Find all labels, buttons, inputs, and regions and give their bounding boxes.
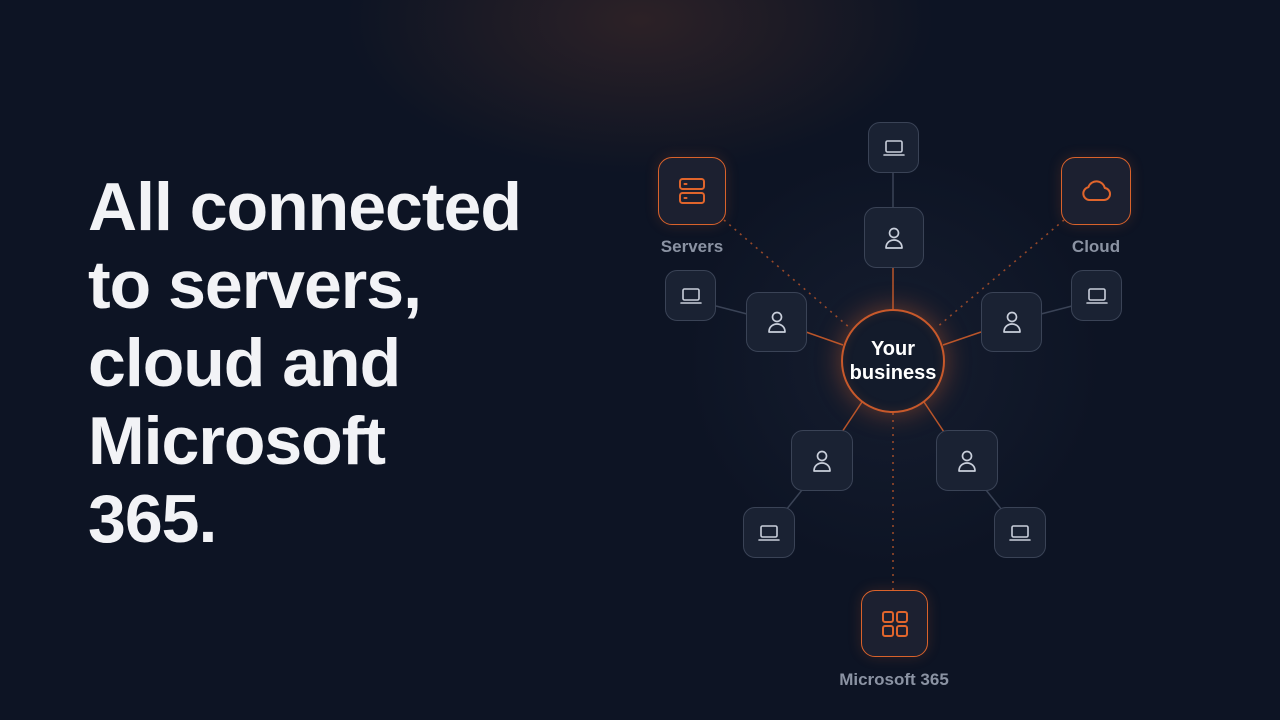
laptop-icon [1085, 287, 1108, 304]
connector-user-right [942, 331, 982, 346]
user-node-left[interactable] [746, 292, 807, 352]
cloud-node[interactable] [1061, 157, 1131, 225]
headline-line-2: to servers, [88, 247, 422, 323]
laptop-icon [1009, 524, 1031, 541]
user-icon [767, 311, 786, 333]
user-icon [813, 450, 831, 472]
laptop-icon [882, 139, 905, 156]
servers-label: Servers [660, 237, 724, 256]
connector-device-bottom-left [785, 489, 803, 511]
headline-line-1: All connected [88, 169, 522, 245]
laptop-icon [758, 524, 780, 541]
user-icon [958, 450, 976, 472]
connector-device-left [715, 305, 748, 315]
servers-node[interactable] [658, 157, 726, 225]
headline-line-5: 365. [88, 481, 217, 557]
microsoft365-node[interactable] [861, 590, 928, 657]
headline-line-3: cloud and [88, 325, 401, 401]
microsoft365-label: Microsoft 365 [839, 670, 949, 689]
your-business-hub[interactable]: Your business [841, 309, 945, 413]
device-node-bottom-right[interactable] [994, 507, 1046, 558]
hub-label: Your business [849, 338, 937, 384]
device-node-left[interactable] [665, 270, 716, 321]
cloud-icon [1082, 180, 1111, 202]
page-headline: All connected to servers, cloud and Micr… [88, 168, 608, 558]
connector-user-bottom-right [923, 401, 945, 433]
headline-line-4: Microsoft [88, 403, 386, 479]
user-node-top[interactable] [864, 207, 924, 268]
user-node-right[interactable] [981, 292, 1042, 352]
connector-user-left [805, 331, 844, 346]
user-icon [1002, 311, 1021, 333]
device-node-right[interactable] [1071, 270, 1122, 321]
connector-user-bottom-left [841, 401, 863, 433]
laptop-icon [679, 287, 702, 304]
user-node-bottom-right[interactable] [936, 430, 998, 491]
server-icon [679, 178, 705, 204]
grid-apps-icon [881, 610, 908, 637]
user-node-bottom-left[interactable] [791, 430, 853, 491]
connector-device-bottom-right [985, 489, 1003, 511]
device-node-top[interactable] [868, 122, 919, 173]
user-icon [885, 227, 903, 249]
device-node-bottom-left[interactable] [743, 507, 795, 558]
connector-device-right [1040, 305, 1073, 315]
cloud-label: Cloud [1071, 237, 1121, 256]
